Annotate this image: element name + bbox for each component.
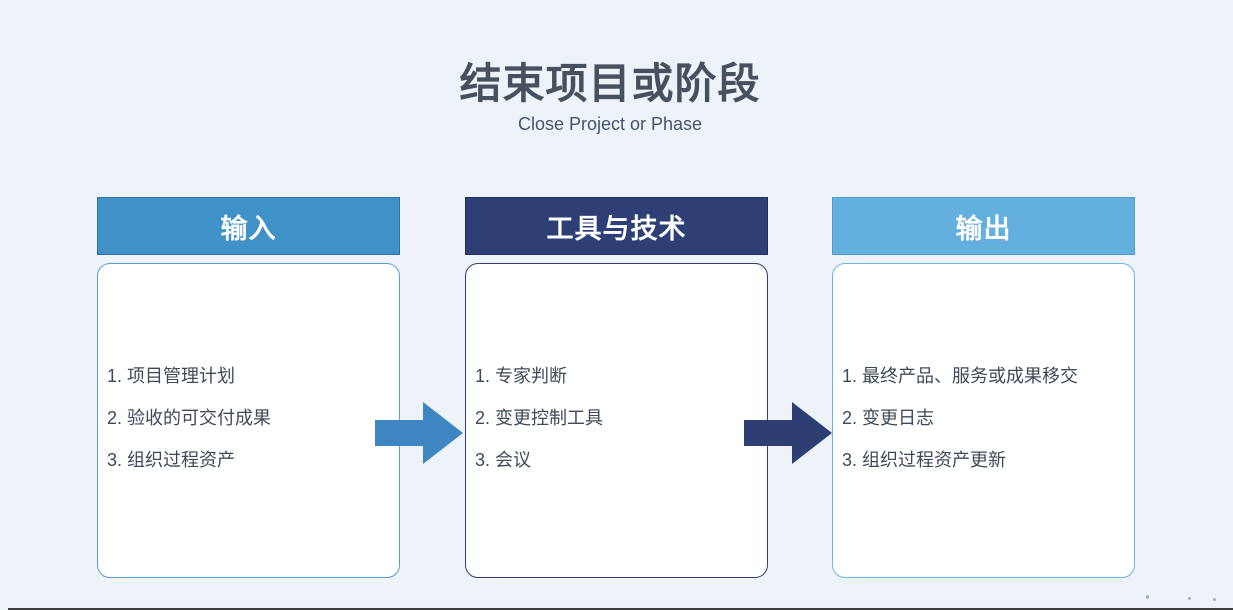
column-output-body: 1. 最终产品、服务或成果移交 2. 变更日志 3. 组织过程资产更新 [832,263,1135,578]
column-input-header: 输入 [97,197,400,255]
column-tools-header: 工具与技术 [465,197,768,255]
column-tools: 工具与技术 1. 专家判断 2. 变更控制工具 3. 会议 [465,197,768,578]
page-subtitle: Close Project or Phase [517,114,703,134]
page-title: 结束项目或阶段 [459,60,761,107]
list-item: 3. 组织过程资产更新 [842,450,1007,470]
list-item: 3. 会议 [475,450,532,470]
list-item: 1. 最终产品、服务或成果移交 [842,366,1079,386]
column-output: 输出 1. 最终产品、服务或成果移交 2. 变更日志 3. 组织过程资产更新 [832,197,1135,578]
list-item: 2. 变更日志 [842,408,935,428]
column-tools-body: 1. 专家判断 2. 变更控制工具 3. 会议 [465,263,768,578]
column-input: 输入 1. 项目管理计划 2. 验收的可交付成果 3. 组织过程资产 [97,197,400,578]
list-item: 1. 项目管理计划 [107,366,236,386]
column-output-header: 输出 [832,197,1135,255]
list-item: 3. 组织过程资产 [107,450,236,470]
watermark-speck [1146,595,1149,599]
window-bottom-edge [8,608,1233,610]
watermark-speck [1213,598,1216,601]
list-item: 2. 变更控制工具 [475,408,604,428]
list-item: 2. 验收的可交付成果 [107,408,272,428]
right-arrow-icon [375,402,463,464]
list-item: 1. 专家判断 [475,366,568,386]
column-input-body: 1. 项目管理计划 2. 验收的可交付成果 3. 组织过程资产 [97,263,400,578]
watermark-speck [1188,597,1191,600]
right-arrow-icon [744,402,832,464]
